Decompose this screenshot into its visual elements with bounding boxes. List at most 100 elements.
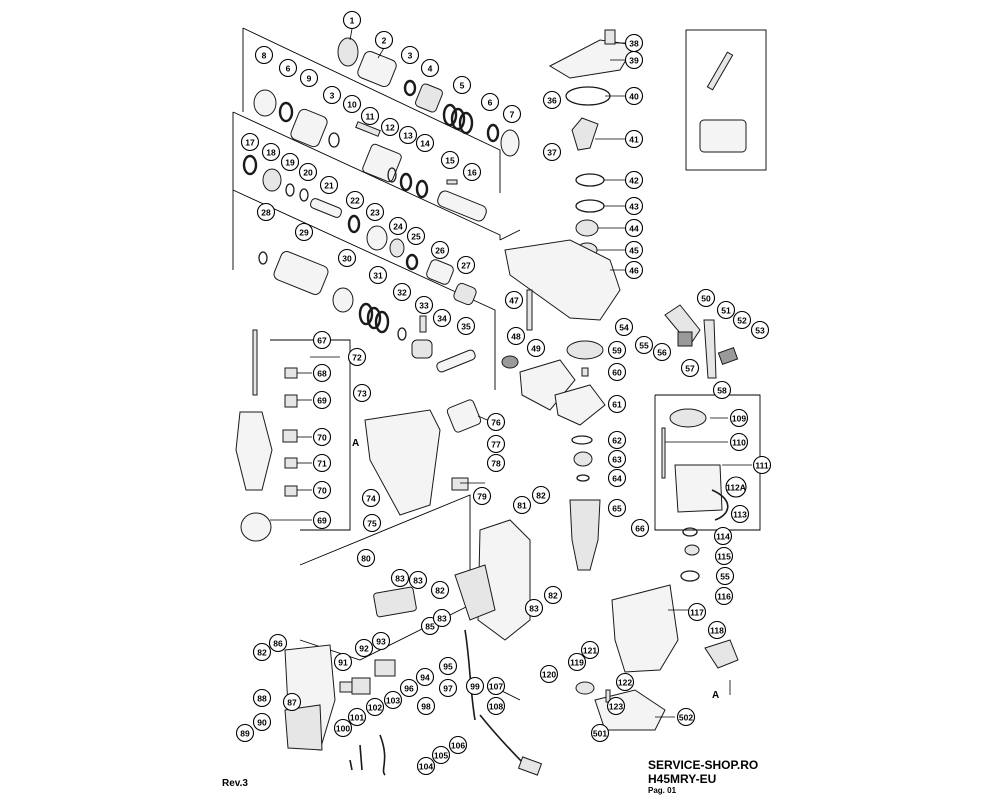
callout-label: 93 [376, 637, 386, 647]
callout-82: 82 [430, 580, 450, 600]
callout-label: 21 [324, 181, 334, 191]
callout-label: 89 [240, 729, 250, 739]
callout-94: 94 [415, 667, 435, 687]
callout-7: 7 [502, 104, 522, 124]
callout-label: 14 [420, 139, 430, 149]
callout-label: 96 [404, 684, 414, 694]
part-35 [411, 339, 433, 359]
callout-106: 106 [448, 735, 468, 755]
callout-label: 118 [710, 626, 724, 636]
part-42 [571, 117, 599, 151]
callout-label: 65 [612, 504, 622, 514]
callout-label: 58 [717, 386, 727, 396]
callout-label: 83 [437, 614, 447, 624]
callout-label: 67 [317, 336, 327, 346]
callout-label: 68 [317, 369, 327, 379]
part-8 [253, 89, 277, 117]
callout-67: 67 [312, 330, 332, 350]
callout-label: 69 [317, 396, 327, 406]
callout-30: 30 [337, 248, 357, 268]
callout-78: 78 [486, 453, 506, 473]
callout-23: 23 [365, 202, 385, 222]
callout-4: 4 [420, 58, 440, 78]
callout-label: 82 [435, 586, 445, 596]
callout-label: 28 [261, 208, 271, 218]
callout-label: 83 [395, 574, 405, 584]
part-51 [703, 319, 717, 379]
callout-label: 101 [350, 713, 364, 723]
callout-13: 13 [398, 125, 418, 145]
callout-20: 20 [298, 162, 318, 182]
callout-label: 2 [382, 36, 387, 46]
callout-18: 18 [261, 142, 281, 162]
callout-28: 28 [256, 202, 276, 222]
callout-label: 59 [612, 346, 622, 356]
callout-label: 49 [531, 344, 541, 354]
callout-49: 49 [526, 338, 546, 358]
callout-label: 40 [629, 92, 639, 102]
callout-6: 6 [278, 58, 298, 78]
callout-83: 83 [408, 570, 428, 590]
callout-37: 37 [542, 142, 562, 162]
part-76 [364, 409, 441, 516]
callout-70: 70 [312, 427, 332, 447]
callout-12: 12 [380, 117, 400, 137]
callout-56: 56 [652, 342, 672, 362]
callout-label: 6 [286, 64, 291, 74]
callout-117: 117 [687, 602, 707, 622]
callout-17: 17 [240, 132, 260, 152]
callout-11: 11 [360, 106, 380, 126]
page-number: Pag. 01 [648, 786, 677, 795]
part-62 [554, 384, 606, 426]
callout-3: 3 [322, 85, 342, 105]
callout-label: 77 [491, 440, 501, 450]
callout-label: 52 [737, 316, 747, 326]
part-1 [337, 37, 359, 67]
callout-502: 502 [676, 707, 696, 727]
callout-39: 39 [624, 50, 644, 70]
callout-5: 5 [452, 75, 472, 95]
callout-31: 31 [368, 265, 388, 285]
callout-58: 58 [712, 380, 732, 400]
callout-3: 3 [400, 45, 420, 65]
callout-82: 82 [252, 642, 272, 662]
callout-77: 77 [486, 434, 506, 454]
callout-label: 88 [257, 694, 267, 704]
callout-label: 1 [350, 16, 355, 26]
callout-label: 86 [273, 639, 283, 649]
callout-label: 10 [347, 100, 357, 110]
callout-label: 76 [491, 418, 501, 428]
callout-100: 100 [333, 718, 353, 738]
callout-69: 69 [312, 390, 332, 410]
callout-44: 44 [624, 218, 644, 238]
callout-38: 38 [624, 33, 644, 53]
callout-label: 72 [352, 353, 362, 363]
callout-label: 34 [437, 314, 447, 324]
callout-label: 105 [434, 751, 448, 761]
callout-label: 54 [619, 323, 629, 333]
part-handle-grip [235, 411, 273, 491]
callout-label: 26 [435, 246, 445, 256]
callout-109: 109 [729, 408, 749, 428]
callout-33: 33 [414, 295, 434, 315]
callout-label: 56 [657, 348, 667, 358]
callout-label: 12 [385, 123, 395, 133]
callout-113: 113 [730, 504, 750, 524]
callout-27: 27 [456, 255, 476, 275]
callout-label: 43 [629, 202, 639, 212]
callout-55: 55 [715, 566, 735, 586]
callout-label: 25 [411, 232, 421, 242]
part-66 [569, 499, 601, 571]
callout-91: 91 [333, 652, 353, 672]
callout-15: 15 [440, 150, 460, 170]
callout-70: 70 [312, 480, 332, 500]
callout-label: 45 [629, 246, 639, 256]
callout-label: 47 [509, 296, 519, 306]
part-36 [436, 349, 476, 373]
callout-75: 75 [362, 513, 382, 533]
callout-label: 122 [618, 678, 632, 688]
callout-label: 11 [366, 112, 375, 122]
callout-66: 66 [630, 518, 650, 538]
callout-32: 32 [392, 282, 412, 302]
part-30 [273, 251, 329, 295]
